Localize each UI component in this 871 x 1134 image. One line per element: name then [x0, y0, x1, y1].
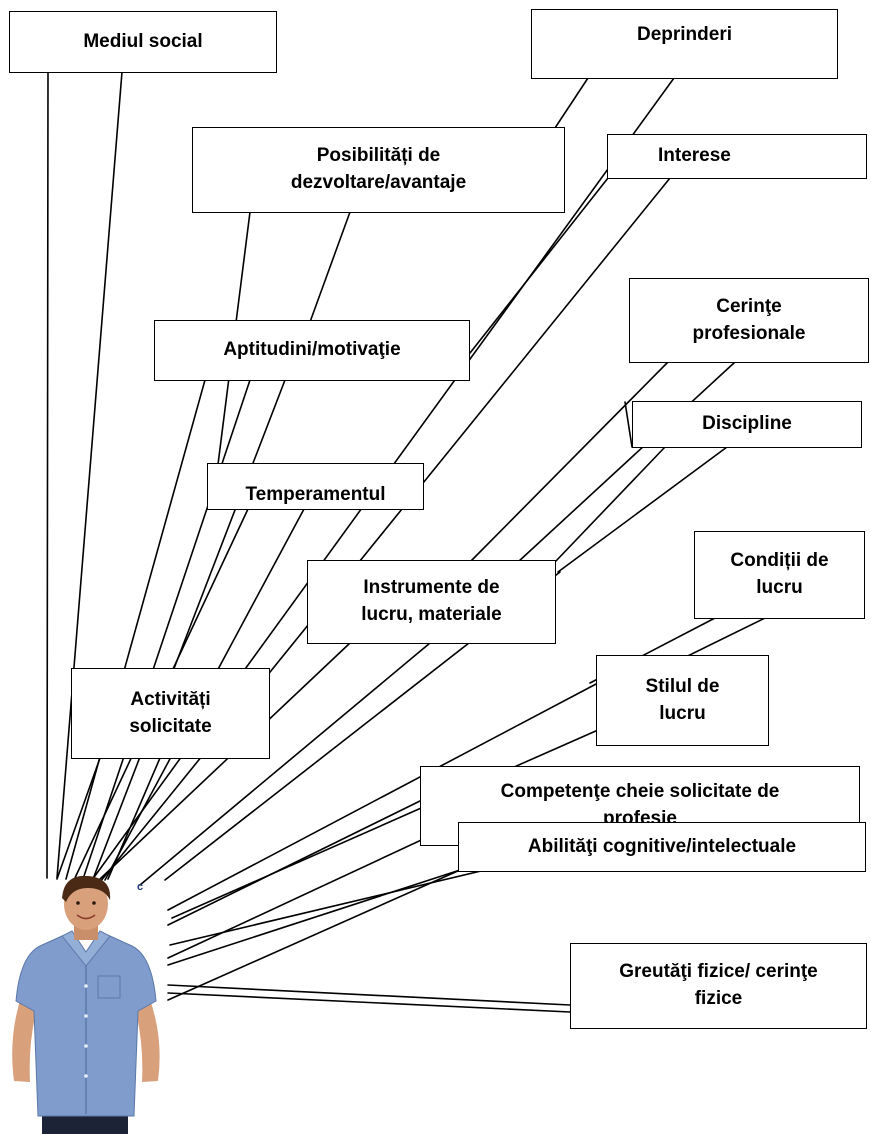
- callout-line-stilul-right: [171, 729, 599, 919]
- label-stilul-line1: Stilul de: [645, 675, 720, 697]
- label-activitati-line2: solicitate: [129, 715, 212, 737]
- callout-line-mediul-social-right: [56, 71, 123, 879]
- callout-line-abilitati-left: [167, 821, 461, 959]
- person-illustration: [12, 876, 160, 1134]
- label-abilitati: Abilităţi cognitive/intelectuale: [458, 822, 866, 872]
- callout-line-stilul-left: [167, 682, 599, 911]
- label-cerinte-line1: Cerinţe: [716, 295, 782, 317]
- callout-line-discipline-tab: [624, 401, 633, 448]
- label-interese: Interese: [607, 134, 867, 179]
- callout-line-posibilitati-lower: [82, 379, 251, 880]
- label-aptitudini-text: Aptitudini/motivaţie: [223, 339, 401, 361]
- label-aptitudini: Aptitudini/motivaţie: [154, 320, 470, 381]
- callout-line-interese-right: [99, 177, 671, 883]
- callout-line-aptitudini-right: [92, 379, 286, 880]
- callout-line-cerinte-right: [517, 361, 736, 563]
- label-deprinderi: Deprinderi: [531, 9, 838, 79]
- label-conditii-line2: lucru: [756, 577, 803, 598]
- callout-line-deprinderi-left: [554, 77, 589, 129]
- label-cerinte-line2: profesionale: [692, 322, 806, 344]
- callout-line-cerinte-left: [469, 361, 669, 563]
- callout-line-discipline-left: [554, 446, 666, 563]
- label-instrumente-line1: Instrumente de: [363, 577, 500, 599]
- label-interese-text: Interese: [658, 145, 731, 167]
- label-greutati-fizice: Greutăţi fizice/ cerinţe fizice: [570, 943, 867, 1029]
- callout-line-mediul-social-left: [46, 71, 49, 879]
- label-activitati: Activități solicitate: [71, 668, 270, 759]
- corner-mark: c: [137, 881, 144, 893]
- callout-line-abilitati-lower: [167, 869, 461, 1001]
- callout-line-aptitudini-left: [65, 379, 206, 880]
- callout-line-posibilitati-right: [309, 211, 351, 323]
- label-mediul-social-text: Mediul social: [83, 30, 203, 52]
- label-greutati-line1: Greutăţi fizice/ cerinţe: [619, 961, 818, 983]
- label-instrumente: Instrumente de lucru, materiale: [307, 560, 556, 644]
- callout-line-competente-left: [167, 799, 423, 926]
- label-deprinderi-text: Deprinderi: [636, 24, 733, 45]
- label-stilul-line2: lucru: [659, 702, 706, 724]
- label-stilul-de-lucru: Stilul de lucru: [596, 655, 769, 746]
- label-temperamentul: Temperamentul: [207, 463, 424, 510]
- label-conditii: Condiții de lucru: [694, 531, 865, 619]
- label-instrumente-line2: lucru, materiale: [361, 604, 502, 625]
- label-greutati-line2: fizice: [694, 988, 743, 1009]
- callout-line-greutati-left: [167, 984, 571, 1006]
- callout-line-greutati-right: [167, 992, 571, 1013]
- callout-line-instrumente-right: [139, 642, 431, 886]
- label-temperamentul-text: Temperamentul: [245, 484, 386, 506]
- label-discipline-text: Discipline: [702, 413, 792, 435]
- label-mediul-social: Mediul social: [9, 11, 277, 73]
- callout-line-activitati-left: [56, 757, 101, 880]
- callout-line-abilitati-right: [167, 869, 461, 966]
- callout-line-instrumente-left: [99, 642, 351, 880]
- label-activitati-line1: Activități: [130, 688, 211, 710]
- label-abilitati-text: Abilităţi cognitive/intelectuale: [527, 835, 797, 857]
- label-posibilitati-line1: Posibilități de: [316, 145, 441, 167]
- label-cerinte-profesionale: Cerinţe profesionale: [629, 278, 869, 363]
- label-competente-line1: Competenţe cheie solicitate de: [500, 781, 780, 803]
- callout-line-discipline-right: [557, 446, 728, 573]
- label-posibilitati: Posibilități de dezvoltare/avantaje: [192, 127, 565, 213]
- label-discipline: Discipline: [632, 401, 862, 448]
- callout-line-activitati-right: [107, 757, 161, 880]
- label-conditii-line1: Condiții de: [730, 550, 829, 572]
- label-posibilitati-line2: dezvoltare/avantaje: [290, 172, 467, 193]
- callout-line-interese-left: [469, 177, 609, 354]
